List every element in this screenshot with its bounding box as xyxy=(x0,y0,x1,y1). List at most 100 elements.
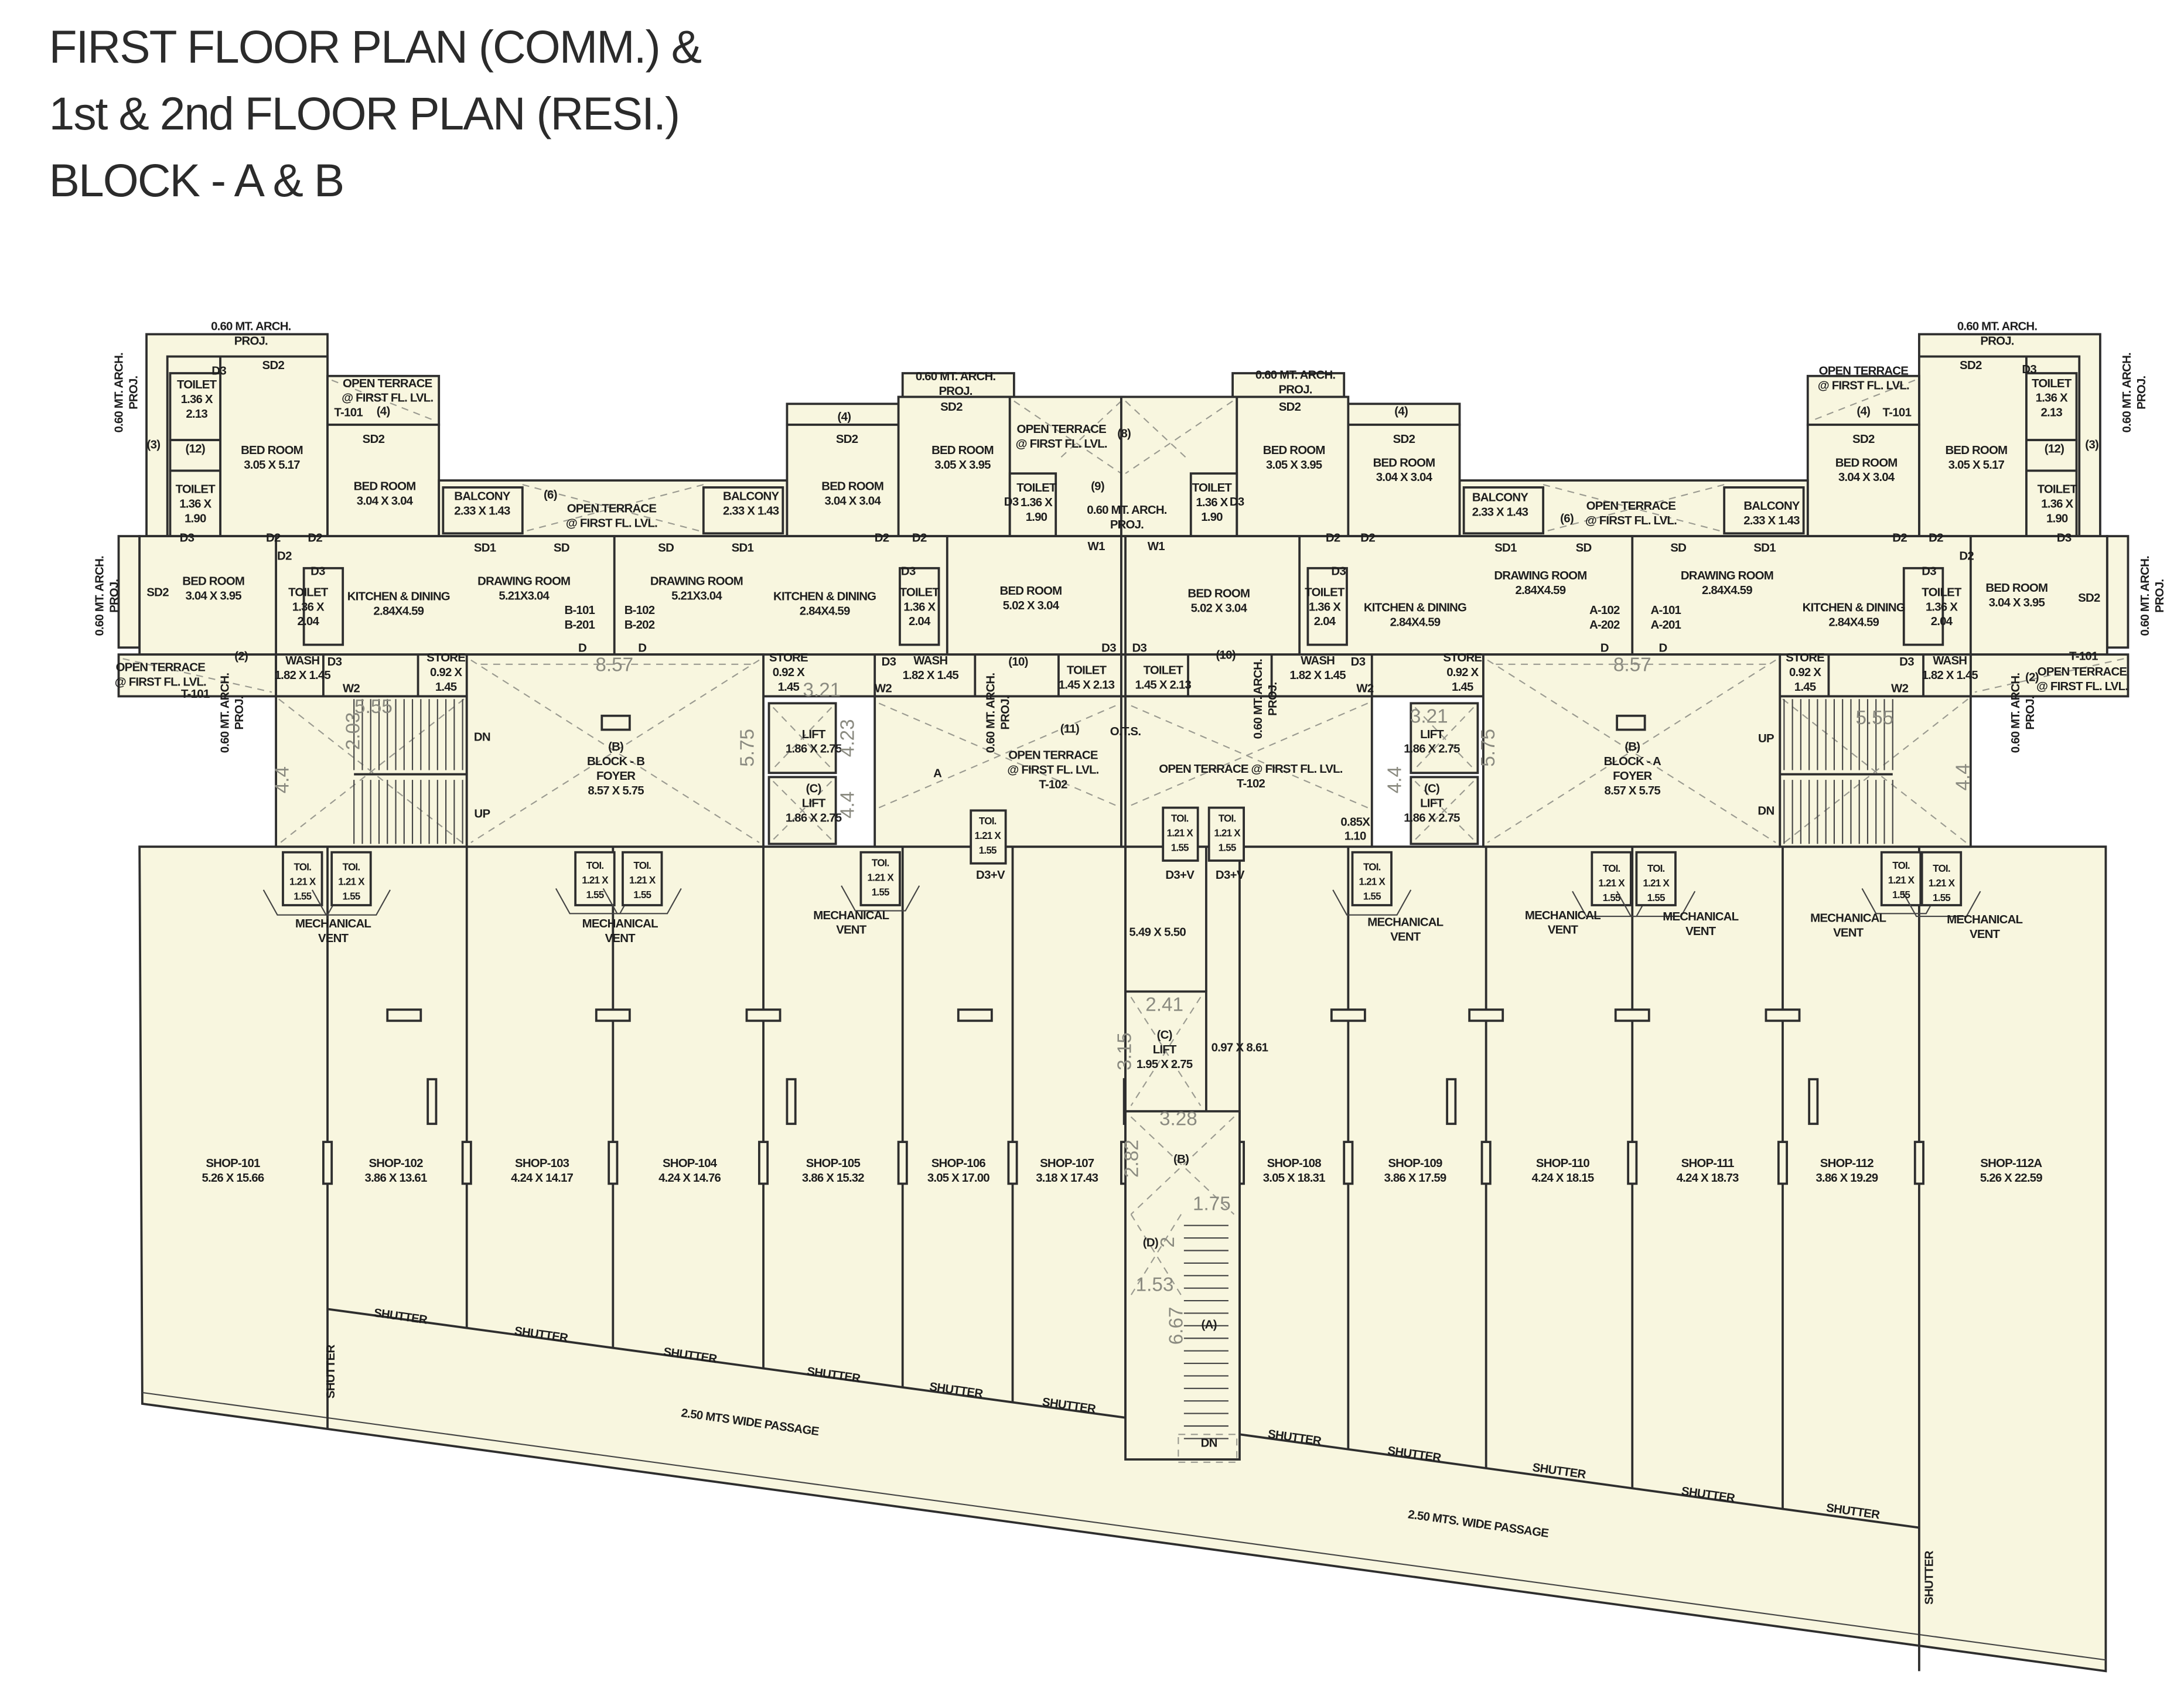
plan-tag: DN xyxy=(474,731,490,744)
label-line: OPEN TERRACE xyxy=(567,502,657,516)
label-line: 1.55 xyxy=(342,891,360,902)
dimension-label: 6.67 xyxy=(1166,1306,1187,1345)
label-line: 1.36 X xyxy=(292,600,325,613)
stair-steps xyxy=(353,699,467,844)
label-line: 5.26 X 15.66 xyxy=(202,1171,264,1185)
plan-tag: D xyxy=(1601,641,1609,654)
label-line: 5.26 X 22.59 xyxy=(1980,1171,2042,1185)
plan-tag: (9) xyxy=(1091,480,1104,493)
label-line: SHOP-106 xyxy=(931,1157,986,1170)
label-line: 2.84X4.59 xyxy=(1702,584,1752,597)
plan-tag: D xyxy=(1659,641,1667,654)
shop-toilet-label: TOI.1.21 X1.55 xyxy=(338,862,366,902)
label-line: 1.55 xyxy=(633,889,651,900)
label-line: 1.21 X xyxy=(1214,827,1241,838)
block-b-terrace-4: OPEN TERRACE@ FIRST FL. LVL. xyxy=(115,661,207,689)
label-line: 1.55 xyxy=(1647,892,1666,903)
plan-tag: W2 xyxy=(1891,681,1909,695)
plan-tag: D3+V xyxy=(1165,868,1195,882)
label-line: 1.82 X 1.45 xyxy=(1289,668,1346,682)
label-line: 1.55 xyxy=(294,891,312,902)
label-line: OPEN TERRACE @ FIRST FL. LVL. xyxy=(1159,762,1342,776)
label-line: DRAWING ROOM xyxy=(1681,569,1773,582)
label-line: 2.04 xyxy=(1931,615,1953,628)
label-line: TOILET xyxy=(1305,585,1345,599)
label-line: 3.05 X 17.00 xyxy=(927,1171,989,1185)
plan-tag: D2 xyxy=(308,531,322,545)
plan-tag: D3 xyxy=(2057,531,2072,545)
label-line: 4.24 X 18.73 xyxy=(1677,1171,1739,1185)
plan-tag: 1.10 xyxy=(1344,829,1366,842)
plan-tag: (10) xyxy=(1216,648,1235,661)
plan-tag: (4) xyxy=(377,404,390,418)
plan-tag: D3+V xyxy=(976,868,1005,882)
plan-tag: 0.85X xyxy=(1340,816,1370,829)
plan-tag: D2 xyxy=(875,531,889,545)
label-line: @ FIRST FL. LVL. xyxy=(1585,514,1677,527)
label-line: TOILET xyxy=(1192,481,1233,494)
label-line: 2.84X4.59 xyxy=(1828,615,1879,629)
label-line: SHOP-107 xyxy=(1040,1157,1094,1170)
label-line: STORE xyxy=(1443,651,1482,664)
block-b-arch-top: 0.60 MT. ARCH.PROJ. xyxy=(211,319,291,347)
shop-toilet-label: TOI.1.21 X1.55 xyxy=(1167,813,1195,853)
label-line: SHOP-109 xyxy=(1388,1157,1442,1170)
plan-tag: (11) xyxy=(1060,722,1079,735)
label-line: KITCHEN & DINING xyxy=(1803,601,1905,614)
label-line: TOI. xyxy=(343,862,360,873)
label-line: OPEN TERRACE xyxy=(1017,422,1107,436)
plan-tag: SD2 xyxy=(1393,432,1415,446)
plan-tag: W2 xyxy=(1356,681,1374,695)
plan-labels: 0.60 MT. ARCH.PROJ.0.60 MT. ARCH.PROJ.0.… xyxy=(93,319,2166,1605)
label-line: 2.33 X 1.43 xyxy=(1472,506,1528,519)
plan-tag: (2) xyxy=(2025,670,2039,684)
plan-tag: (4) xyxy=(1394,404,1408,418)
label-line: 3.86 X 15.32 xyxy=(802,1171,864,1185)
label-line: MECHANICAL xyxy=(1810,912,1886,925)
label-line: PROJ. xyxy=(2023,696,2037,729)
label-line: TOI. xyxy=(294,862,311,873)
plan-tag: D3 xyxy=(1351,655,1366,668)
block-a-arch-top2: 0.60 MT. ARCH.PROJ. xyxy=(1255,369,1336,397)
label-line: KITCHEN & DINING xyxy=(773,589,876,603)
label-line: LIFT xyxy=(802,728,826,741)
plan-tag: SD2 xyxy=(940,400,963,414)
label-line: 2.04 xyxy=(1314,615,1336,628)
label-line: 1.55 xyxy=(1363,891,1381,902)
label-line: 5.21X3.04 xyxy=(499,589,550,602)
plan-tag: (8) xyxy=(1117,427,1131,440)
plan-tag: D2 xyxy=(1959,550,1974,563)
dimension-label: 5.55 xyxy=(354,696,393,718)
label-line: 1.36 X xyxy=(179,497,211,510)
label-line: OPEN TERRACE xyxy=(1008,748,1098,762)
label-line: PROJ. xyxy=(939,384,972,398)
label-line: WASH xyxy=(1933,654,1967,667)
plan-tag: (6) xyxy=(1560,511,1574,525)
label-line: DRAWING ROOM xyxy=(650,574,743,588)
plan-tag: SD xyxy=(1576,541,1592,554)
label-line: 1.55 xyxy=(1171,842,1189,853)
label-line: TOILET xyxy=(1067,663,1107,677)
label-line: PROJ. xyxy=(1266,682,1279,715)
label-line: STORE xyxy=(1786,651,1824,664)
title-line-3: BLOCK - A & B xyxy=(49,155,344,206)
label-line: BED ROOM xyxy=(1000,584,1062,598)
label-line: T-102 xyxy=(1237,777,1265,790)
label-line: 3.86 X 17.59 xyxy=(1384,1171,1446,1185)
label-line: SHOP-101 xyxy=(206,1157,260,1170)
label-line: PROJ. xyxy=(234,334,268,347)
label-line: PROJ. xyxy=(999,696,1012,729)
label-line: PROJ. xyxy=(107,579,121,613)
label-line: 0.60 MT. ARCH. xyxy=(984,673,998,753)
